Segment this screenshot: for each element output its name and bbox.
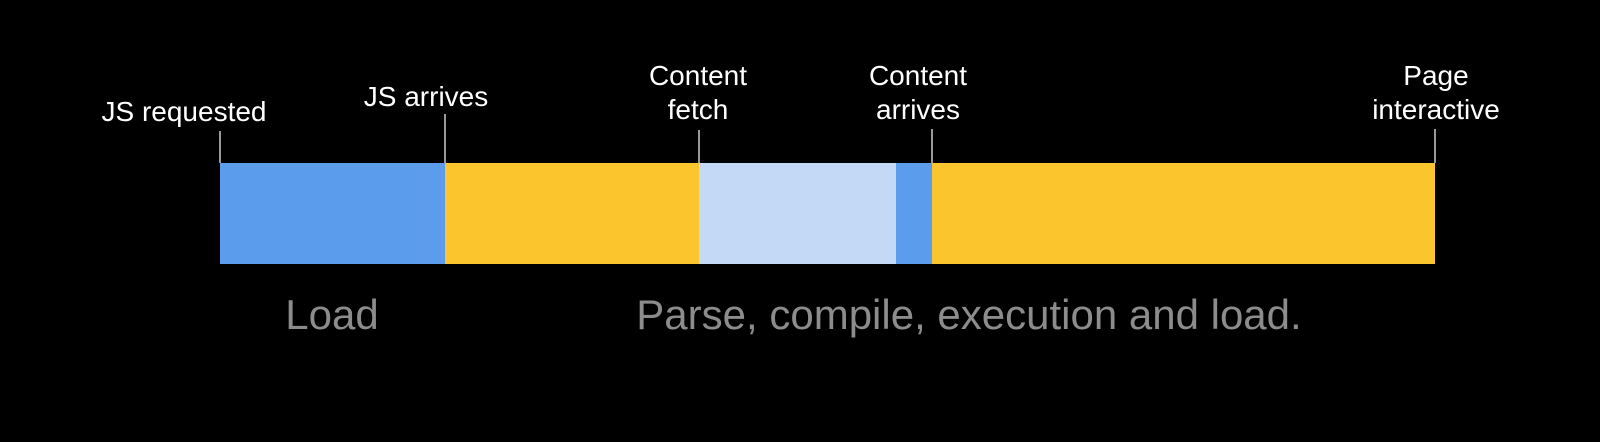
label-js-requested: JS requested	[102, 95, 267, 129]
label-js-requested-line: JS requested	[101, 96, 267, 127]
segment-content-fetch	[699, 163, 896, 264]
segment-content-download	[896, 163, 932, 264]
tick-js-arrives	[444, 114, 446, 163]
segment-js-download	[220, 163, 445, 264]
label-content-fetch-line: Content	[648, 60, 748, 91]
phase-label-parse-compile-execute: Parse, compile, execution and load.	[636, 291, 1302, 338]
label-page-interactive-line: interactive	[1372, 94, 1500, 125]
tick-page-interactive	[1434, 129, 1436, 163]
timeline-bar	[220, 163, 1435, 264]
label-content-fetch-line: fetch	[667, 94, 729, 125]
label-content-arrives-line: arrives	[875, 94, 961, 125]
segment-parse-compile-1	[445, 163, 699, 264]
label-js-arrives: JS arrives	[364, 80, 488, 114]
label-js-arrives-line: JS arrives	[363, 81, 489, 112]
segment-parse-compile-2	[932, 163, 1435, 264]
tick-content-arrives	[931, 129, 933, 163]
phase-label-load: Load	[285, 291, 379, 338]
tick-content-fetch	[698, 130, 700, 163]
tick-js-requested	[219, 131, 221, 163]
label-page-interactive-line: Page	[1403, 60, 1469, 91]
label-content-arrives-line: Content	[868, 60, 968, 91]
